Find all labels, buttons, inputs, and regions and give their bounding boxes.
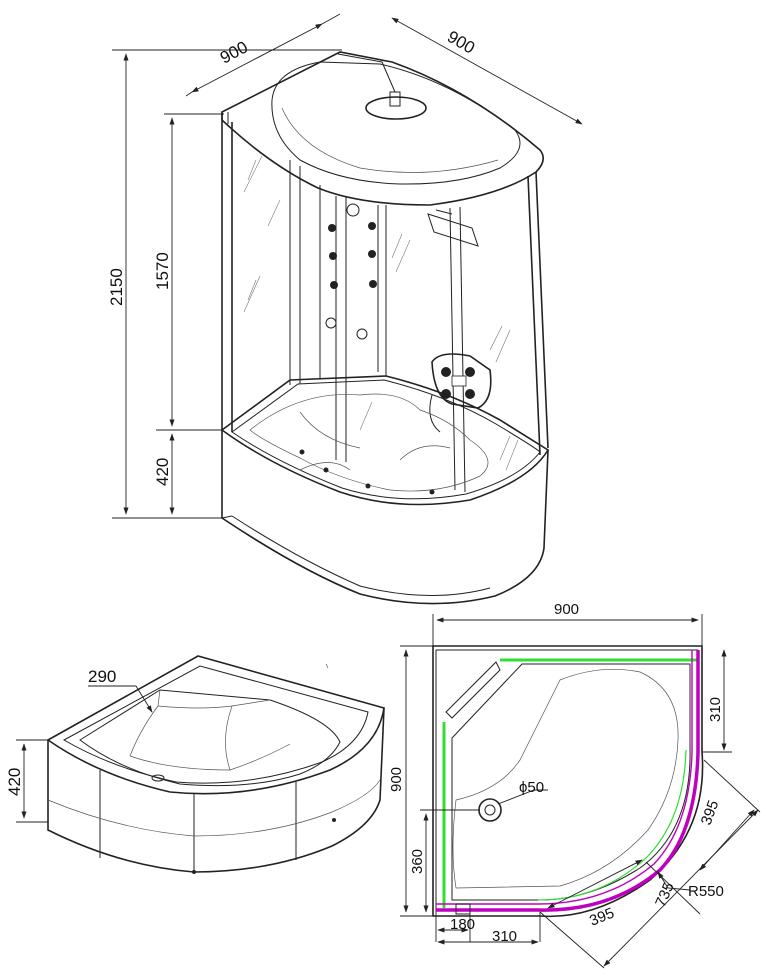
roof-dome bbox=[271, 61, 521, 185]
cabin-tray-rim bbox=[220, 375, 550, 506]
tray-side bbox=[47, 707, 385, 873]
dim-bottom-segment-b: 310 bbox=[492, 928, 517, 945]
dim-door-width-diag: 395 bbox=[698, 798, 723, 827]
shower-arm bbox=[337, 53, 396, 93]
dim-total-height: 2150 bbox=[107, 268, 126, 306]
dim-tray-height: 420 bbox=[153, 458, 172, 486]
dim-plan-depth: 900 bbox=[388, 767, 405, 792]
glass-reflections bbox=[243, 155, 519, 471]
massage-jets bbox=[328, 222, 377, 289]
dim-radius: R550 bbox=[688, 883, 724, 900]
plan-drain bbox=[478, 798, 502, 822]
dim-iso-width-right: 900 bbox=[444, 27, 478, 58]
cabin-roof bbox=[221, 51, 544, 206]
tray-drain bbox=[151, 774, 165, 782]
dim-line-door-width bbox=[547, 859, 643, 909]
dim-plan-width: 900 bbox=[554, 601, 579, 618]
dim-line-iso-right bbox=[391, 17, 583, 125]
cabin-left-frame bbox=[221, 112, 233, 432]
isometric-cabin-view: 900 900 2150 1570 420 bbox=[107, 13, 583, 605]
tray-isometric-view: 290 420 bbox=[5, 655, 385, 874]
dim-tray-height-small: 420 bbox=[5, 768, 24, 796]
dim-line-radius bbox=[657, 871, 691, 891]
tray-top-rim bbox=[46, 655, 385, 795]
shelf bbox=[427, 209, 479, 247]
massage-panel bbox=[335, 196, 379, 462]
tray-basin bbox=[79, 689, 341, 787]
dim-drain-offset: 360 bbox=[409, 849, 426, 874]
dim-line-tray-depth bbox=[88, 685, 153, 713]
plan-frame-green bbox=[442, 658, 698, 908]
dim-side-segment: 310 bbox=[707, 697, 724, 722]
dim-drain-diameter: ϕ50 bbox=[519, 779, 544, 796]
plan-outer-outline bbox=[432, 645, 704, 918]
plan-seat-contour bbox=[452, 669, 679, 889]
dim-line-diagonal bbox=[603, 809, 759, 967]
dim-iso-width-left: 900 bbox=[217, 37, 251, 67]
shower-head bbox=[365, 96, 427, 120]
plan-view: 900 900 310 ϕ50 360 180 310 395 395 735 … bbox=[388, 601, 761, 969]
dim-diagonal: 735 bbox=[652, 880, 678, 910]
dim-bottom-segment-a: 180 bbox=[450, 916, 475, 933]
dim-cabin-height: 1570 bbox=[153, 252, 172, 290]
cabin-right-glass-frame bbox=[527, 171, 549, 456]
plan-frame-magenta bbox=[436, 650, 700, 912]
dim-door-width: 395 bbox=[587, 905, 617, 930]
tray-inner-basin bbox=[249, 393, 489, 492]
dim-tray-depth: 290 bbox=[88, 667, 116, 686]
dim-line-iso-left bbox=[191, 23, 323, 93]
cabin-tray-apron bbox=[221, 430, 549, 605]
